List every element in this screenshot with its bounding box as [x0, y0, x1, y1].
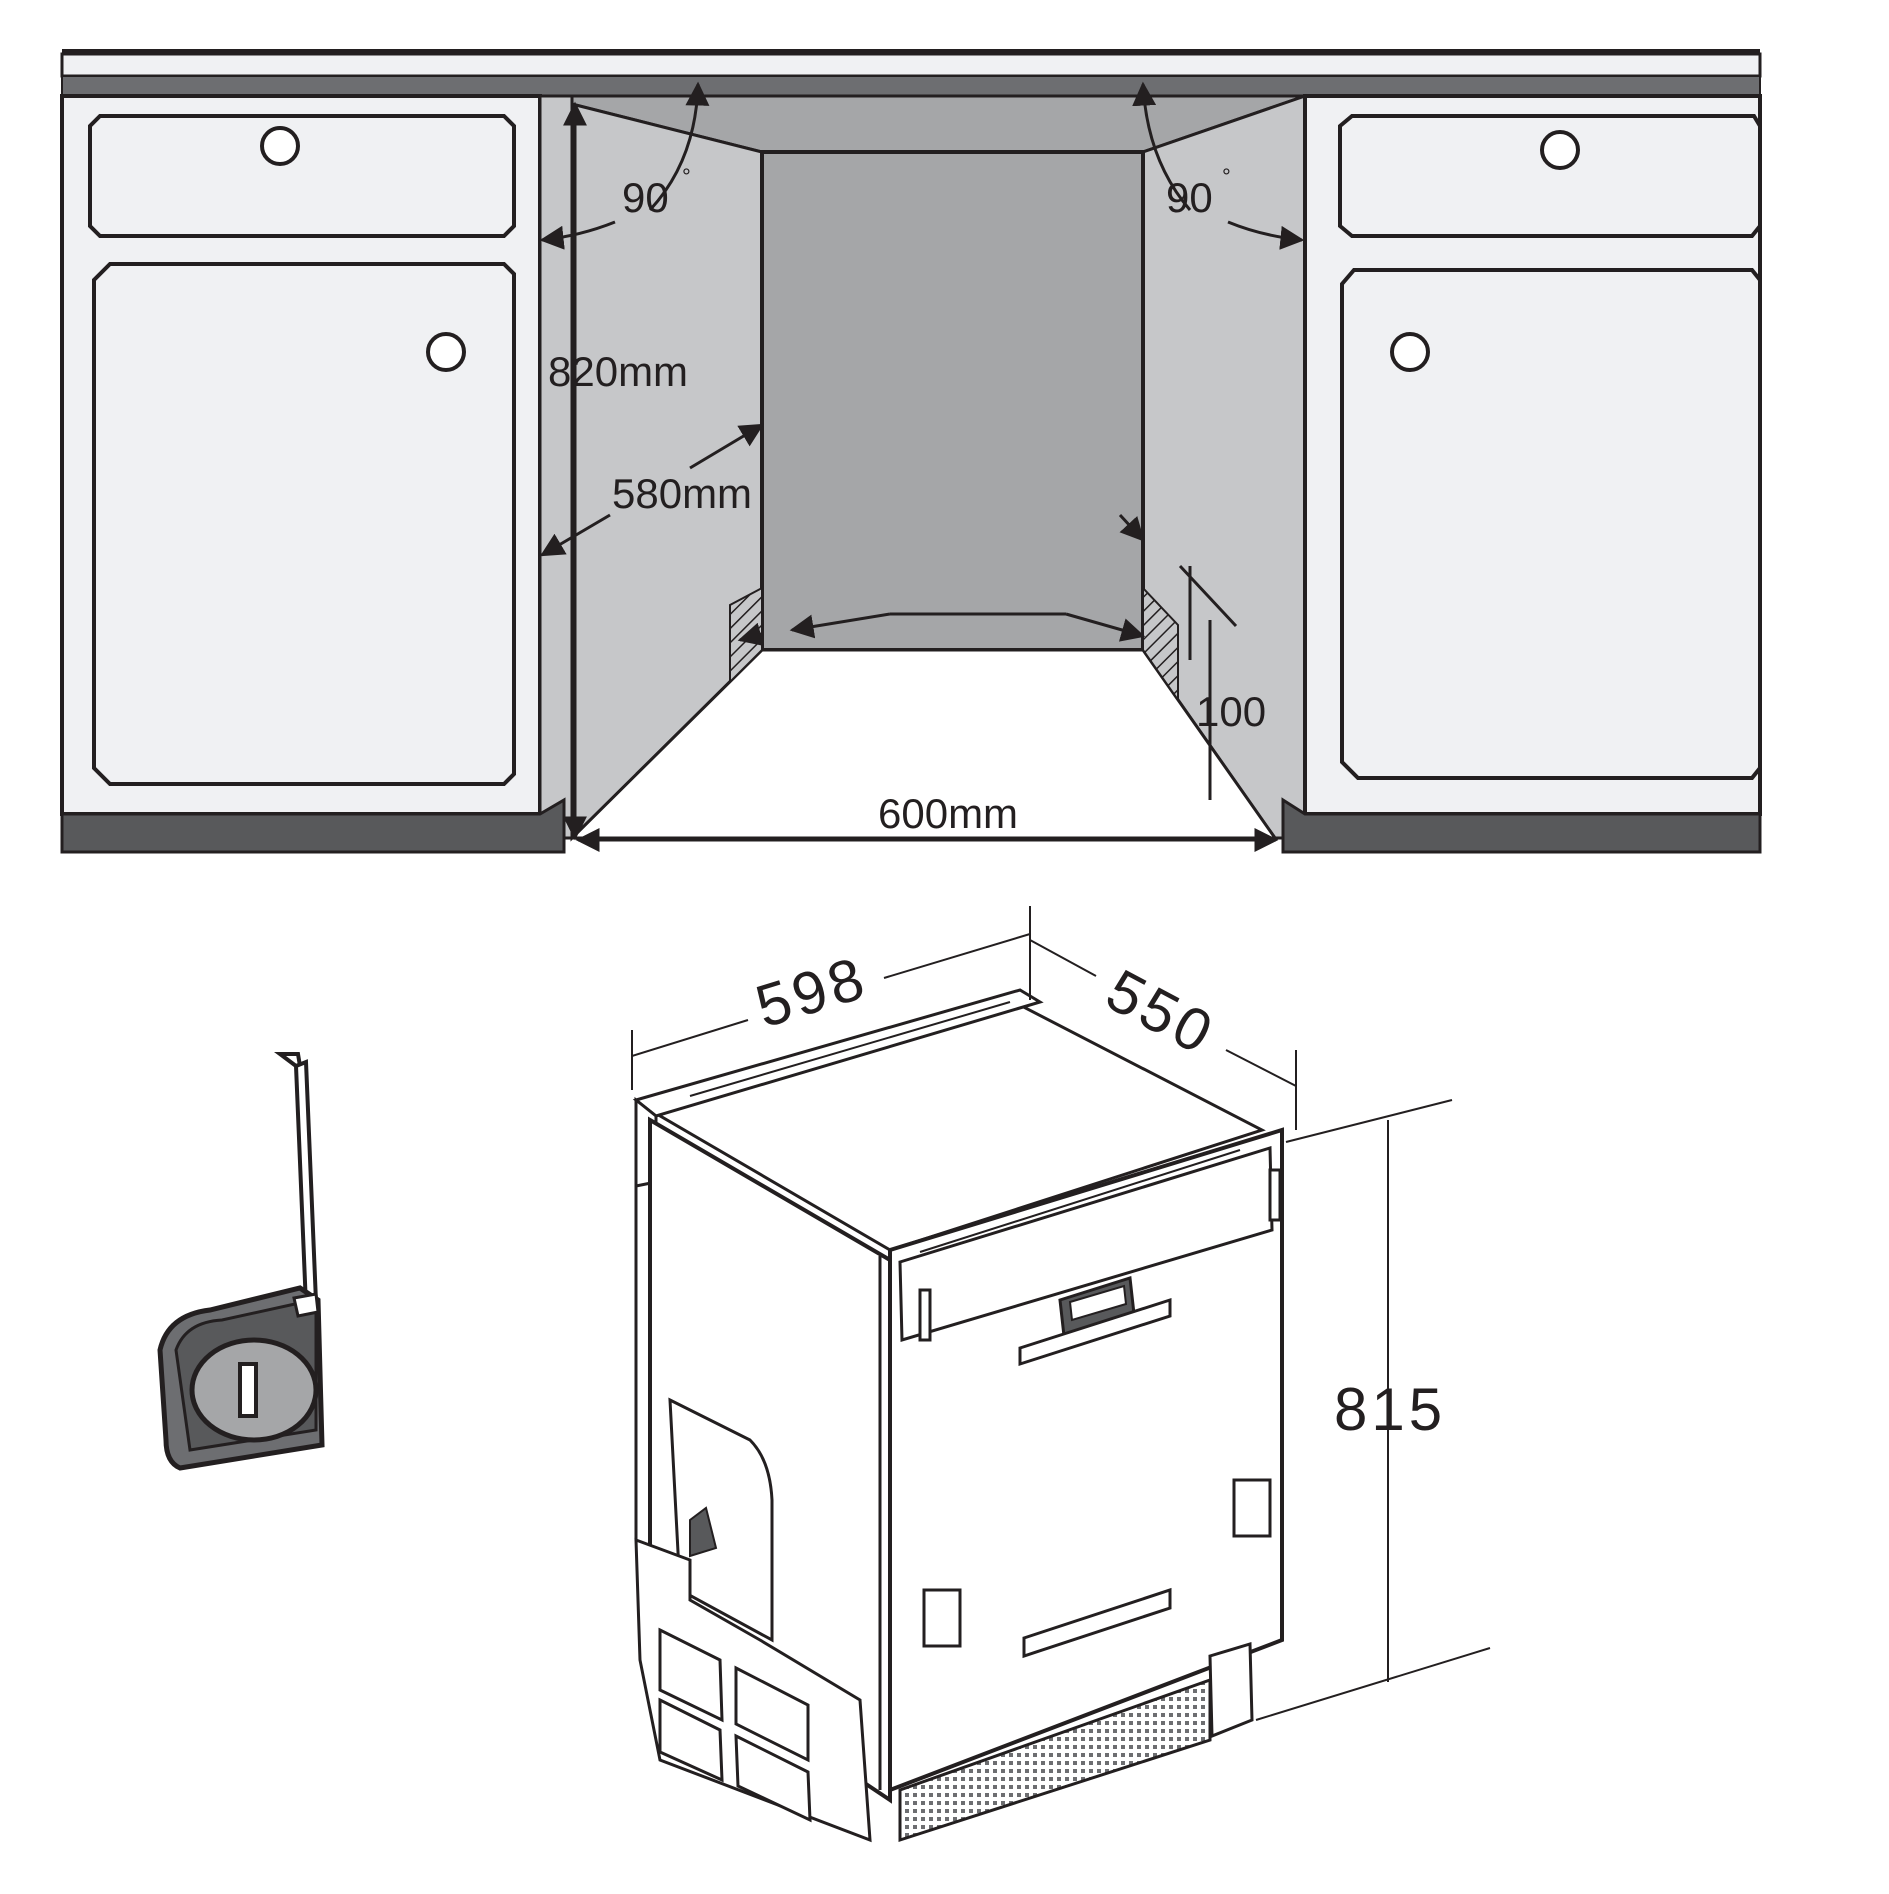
- plinth-100-label: 100: [1196, 688, 1266, 735]
- appliance-height-815-label: 815: [1334, 1376, 1446, 1443]
- angle-left-degree: °: [682, 164, 691, 189]
- left-door-knob: [426, 332, 466, 372]
- angle-left-label: 90: [622, 174, 669, 221]
- right-drawer-knob: [1540, 130, 1580, 170]
- appliance-depth-550-label: 550: [1096, 956, 1226, 1068]
- right-drawer-front: [1338, 114, 1762, 238]
- angle-right-label: 90: [1166, 174, 1213, 221]
- angle-left-annotation: 90 °: [539, 81, 710, 250]
- dishwasher-grille: [898, 1677, 1212, 1843]
- angle-right-annotation: 90 °: [1132, 81, 1305, 250]
- worktop: [60, 49, 1762, 97]
- right-door-knob: [1390, 332, 1430, 372]
- plinth-100-annotation: 100: [1118, 513, 1266, 800]
- niche-back-wall: [760, 150, 1145, 652]
- right-door-front: [1340, 268, 1762, 780]
- tape-measure-icon: [157, 1052, 325, 1471]
- depth-580-label: 580mm: [612, 470, 752, 517]
- back-width-arrow: [737, 612, 1146, 646]
- right-cabinet: [1281, 94, 1762, 854]
- door-bracket-left: [922, 1588, 962, 1648]
- left-drawer-knob: [260, 126, 300, 166]
- left-cabinet: [60, 94, 574, 854]
- height-820-annotation: 820mm: [548, 101, 688, 841]
- right-cabinet-plinth: [1281, 797, 1762, 854]
- depth-580-annotation: 580mm: [539, 423, 765, 557]
- left-door-front: [92, 262, 516, 786]
- angle-right-degree: °: [1222, 164, 1231, 189]
- width-600-label: 600mm: [878, 790, 1018, 837]
- door-bracket-right: [1232, 1478, 1272, 1538]
- height-820-label: 820mm: [548, 348, 688, 395]
- appliance-height-815-annotation: 815: [1255, 1099, 1491, 1721]
- appliance-width-598-label: 598: [748, 944, 875, 1041]
- dishwasher-illustration: [632, 988, 1284, 1843]
- dishwasher-control-strip: [898, 1145, 1274, 1342]
- door-strip-upper: [1018, 1297, 1172, 1367]
- width-600-annotation: 600mm: [575, 790, 1279, 852]
- left-drawer-front: [88, 114, 516, 238]
- kitchen-niche-view: 90 ° 90 ° 820mm 580mm: [60, 49, 1762, 854]
- door-strip-lower: [1022, 1587, 1172, 1659]
